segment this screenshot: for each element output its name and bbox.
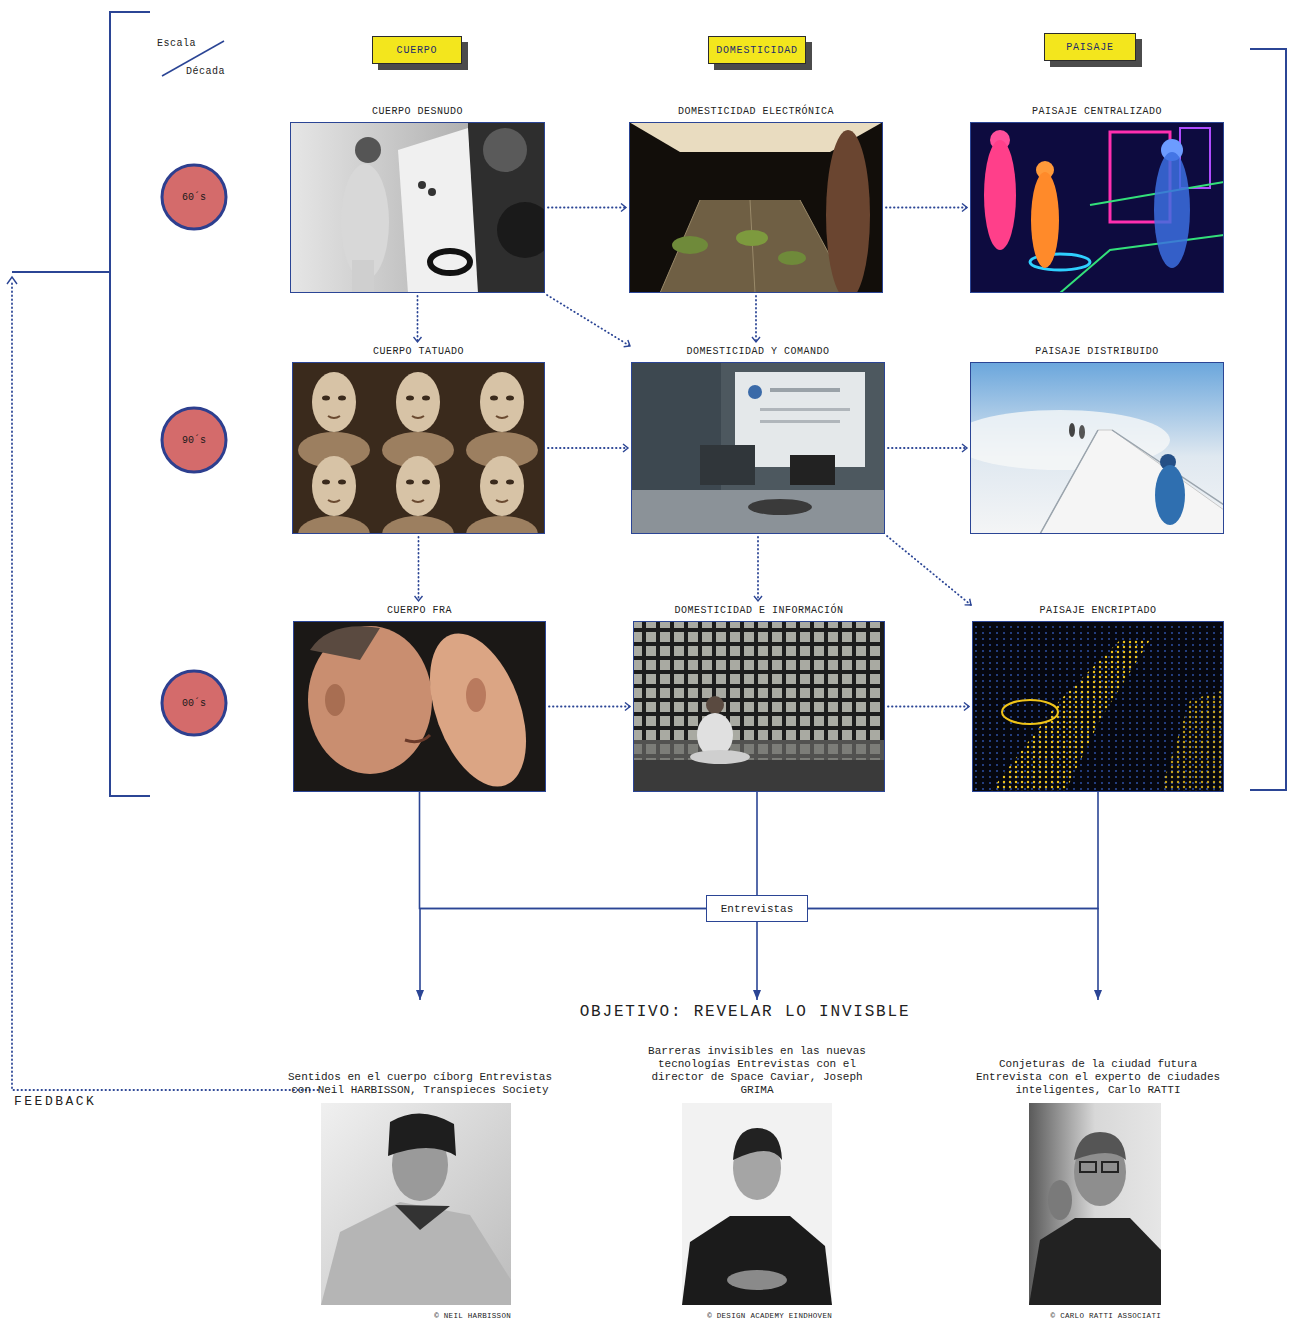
interview-caption: Conjeturas de la ciudad futura Entrevist… (973, 1058, 1223, 1097)
dotted-arrow (887, 536, 971, 605)
ear-arm-photo (293, 621, 546, 792)
dotted-arrow (547, 295, 630, 346)
feedback-label: FEEDBACK (14, 1095, 96, 1109)
portrait-photo (682, 1103, 832, 1305)
interview-card: Barreras invisibles en las nuevas tecnol… (627, 1000, 887, 1328)
nude-body-photo (290, 122, 545, 293)
photo-credit: © CARLO RATTI ASSOCIATI (1051, 1312, 1161, 1320)
image-title: DOMESTICIDAD ELECTRÓNICA (629, 106, 883, 118)
interview-card: Conjeturas de la ciudad futura Entrevist… (963, 1000, 1233, 1328)
dotted-arrow (757, 537, 759, 601)
decade-circle: 60´s (160, 163, 228, 231)
image-panel: DOMESTICIDAD Y COMANDO (631, 342, 885, 534)
dotted-arrow (549, 706, 630, 708)
image-panel: DOMESTICIDAD E INFORMACIÓN (633, 601, 885, 792)
interview-card: Sentidos en el cuerpo cíborg Entrevistas… (275, 1000, 565, 1328)
image-title: DOMESTICIDAD E INFORMACIÓN (633, 605, 885, 617)
image-title: PAISAJE CENTRALIZADO (970, 106, 1224, 118)
column-header-text: DOMESTICIDAD (716, 45, 798, 56)
dotted-arrow (755, 296, 757, 342)
dotted-arrow (888, 447, 967, 449)
grid-window-photo (633, 621, 885, 792)
flow-line (808, 909, 1098, 1001)
flow-line (756, 792, 758, 895)
portrait-photo (321, 1103, 511, 1305)
image-panel: CUERPO TATUADO (292, 342, 545, 534)
objective-title: OBJETIVO: REVELAR LO INVISBLE (577, 1004, 914, 1022)
scale-label: Escala (157, 38, 196, 49)
feedback-arrowhead (7, 277, 17, 284)
photo-credit: © NEIL HARBISSON (434, 1312, 511, 1320)
portrait-photo (1029, 1103, 1161, 1305)
dotted-arrow (418, 537, 420, 601)
column-header-text: CUERPO (397, 45, 438, 56)
photo-credit: © DESIGN ACADEMY EINDHOVEN (707, 1312, 832, 1320)
column-header: DOMESTICIDAD (708, 36, 806, 64)
image-panel: PAISAJE CENTRALIZADO (970, 102, 1224, 293)
column-header: CUERPO (372, 36, 462, 64)
feedback-line (12, 283, 318, 1090)
decade-text: 60´s (182, 192, 206, 203)
dotted-arrow (417, 296, 419, 342)
interviews-box: Entrevistas (706, 895, 808, 922)
right-bracket (1250, 49, 1286, 790)
point-cloud-photo (972, 621, 1224, 792)
circle-shape (162, 408, 226, 472)
dotted-arrow (548, 447, 628, 449)
dotted-arrow (888, 706, 969, 708)
image-title: DOMESTICIDAD Y COMANDO (631, 346, 885, 358)
circle-shape (162, 165, 226, 229)
decade-text: 90´s (182, 435, 206, 446)
image-panel: CUERPO FRA (293, 601, 546, 792)
image-panel: DOMESTICIDAD ELECTRÓNICA (629, 102, 883, 293)
image-panel: CUERPO DESNUDO (290, 102, 545, 293)
column-header: PAISAJE (1044, 33, 1136, 61)
image-title: CUERPO FRA (293, 605, 546, 617)
dotted-arrow (886, 207, 967, 209)
interview-caption: Sentidos en el cuerpo cíborg Entrevistas… (285, 1071, 555, 1097)
interviews-text: Entrevistas (721, 903, 794, 915)
fog-bridge-photo (970, 362, 1224, 534)
dotted-arrow (548, 207, 626, 209)
circle-shape (162, 671, 226, 735)
image-title: PAISAJE ENCRIPTADO (972, 605, 1224, 617)
electronic-room-photo (629, 122, 883, 293)
neon-landscape-photo (970, 122, 1224, 293)
interview-caption: Barreras invisibles en las nuevas tecnol… (640, 1045, 875, 1097)
decade-axis-label: Década (186, 66, 225, 77)
column-header-text: PAISAJE (1066, 42, 1114, 53)
image-panel: PAISAJE DISTRIBUIDO (970, 342, 1224, 534)
image-panel: PAISAJE ENCRIPTADO (972, 601, 1224, 792)
decade-circle: 00´s (160, 669, 228, 737)
decade-circle: 90´s (160, 406, 228, 474)
image-title: CUERPO TATUADO (292, 346, 545, 358)
command-room-photo (631, 362, 885, 534)
image-title: CUERPO DESNUDO (290, 106, 545, 118)
flow-line (420, 909, 706, 1001)
flow-line (420, 792, 707, 909)
left-bracket (12, 12, 150, 796)
image-title: PAISAJE DISTRIBUIDO (970, 346, 1224, 358)
decade-text: 00´s (182, 698, 206, 709)
flow-line (756, 922, 758, 1000)
tattooed-faces-photo (292, 362, 545, 534)
flow-line (808, 792, 1098, 909)
